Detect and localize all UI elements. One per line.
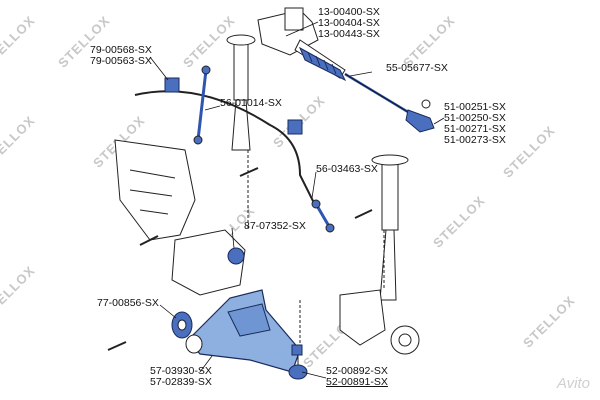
part-number: 13-00443-SX <box>318 28 380 40</box>
label-front-link: 56-01014-SX <box>220 98 282 109</box>
part-number: 77-00856-SX <box>97 297 159 309</box>
part-number: 51-00250-SX <box>444 112 506 124</box>
bolts <box>107 167 373 351</box>
part-number: 79-00563-SX <box>90 55 152 67</box>
part-number: 51-00271-SX <box>444 123 506 135</box>
label-mount-bush: 87-07352-SX <box>244 221 306 232</box>
engine-mount <box>171 229 246 296</box>
label-ball-joint: 52-00892-SX 52-00891-SX <box>326 366 388 388</box>
label-control-arm: 57-03930-SX 57-02839-SX <box>150 366 212 388</box>
ball-joint <box>288 344 308 380</box>
part-number: 87-07352-SX <box>244 220 306 232</box>
subframe-bracket <box>114 139 196 241</box>
wheel-hub <box>339 289 420 355</box>
part-number: 13-00400-SX <box>318 6 380 18</box>
control-arm <box>187 289 301 373</box>
strut-assembly <box>371 154 409 301</box>
label-tie-rod: 55-05677-SX <box>386 63 448 74</box>
label-stabilizer-bush: 79-00568-SX 79-00563-SX <box>90 45 152 67</box>
part-number: 56-03463-SX <box>316 163 378 175</box>
label-tie-rod-end: 51-00251-SX 51-00250-SX 51-00271-SX 51-0… <box>444 102 506 146</box>
part-number: 55-05677-SX <box>386 62 448 74</box>
part-number-highlighted: 52-00891-SX <box>326 376 388 388</box>
part-number: 13-00404-SX <box>318 17 380 29</box>
part-number: 57-02839-SX <box>150 376 212 388</box>
stabilizer-link-rear <box>311 199 335 233</box>
strut-left <box>226 34 256 151</box>
label-rear-link: 56-03463-SX <box>316 164 378 175</box>
stabilizer-bar <box>134 77 316 206</box>
part-number: 57-03930-SX <box>150 365 212 377</box>
part-number: 79-00568-SX <box>90 44 152 56</box>
part-number: 51-00273-SX <box>444 134 506 146</box>
tie-rod <box>344 72 409 114</box>
avito-logo: Avito <box>556 375 590 392</box>
stabilizer-link-front <box>193 65 211 145</box>
label-rack: 13-00400-SX 13-00404-SX 13-00443-SX <box>318 7 380 40</box>
reference-dashes <box>247 150 385 345</box>
part-number: 52-00892-SX <box>326 365 388 377</box>
leader-lines <box>149 21 445 379</box>
part-number: 56-01014-SX <box>220 97 282 109</box>
rack-boot <box>298 46 347 82</box>
tie-rod-end <box>405 99 435 133</box>
label-arm-bush: 77-00856-SX <box>97 298 159 309</box>
arm-bushing <box>171 311 203 354</box>
part-number: 51-00251-SX <box>444 101 506 113</box>
